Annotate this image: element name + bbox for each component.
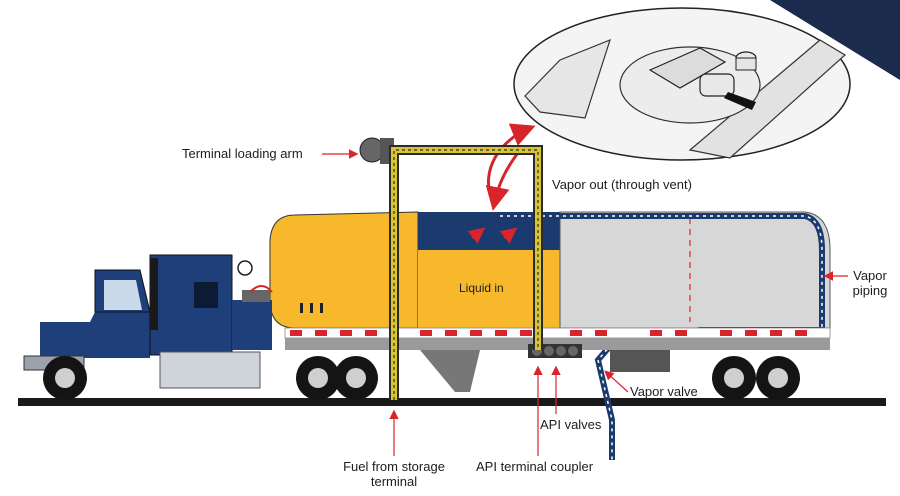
red-arrow-icon	[467, 227, 486, 244]
label-api-valves: API valves	[540, 417, 602, 432]
vapor-down-arrow	[485, 149, 522, 211]
label-vapor-piping: Vapor piping	[848, 268, 892, 298]
hatch-inset	[513, 7, 851, 161]
tank-hatch-icon	[619, 46, 761, 124]
label-vapor-out: Vapor out (through vent)	[552, 177, 692, 192]
corner-decoration	[770, 0, 900, 80]
label-terminal-loading-arm: Terminal loading arm	[182, 146, 303, 161]
label-vapor-piping-line1: Vapor	[853, 268, 887, 283]
label-fuel-from-storage: Fuel from storage terminal	[330, 459, 458, 489]
terminal-loading-arm	[359, 137, 543, 400]
wheel-icon	[43, 356, 87, 400]
vapor-piping-line	[500, 215, 823, 460]
label-vapor-piping-line2: piping	[852, 283, 888, 298]
label-fuel-from-storage-line1: Fuel from storage	[343, 459, 445, 474]
ground-line	[18, 398, 886, 406]
label-pointers	[322, 149, 848, 456]
label-fuel-from-storage-line2: terminal	[370, 474, 418, 489]
wheels	[43, 356, 800, 400]
truck-cab	[23, 254, 273, 389]
label-vapor-valve: Vapor valve	[630, 384, 698, 399]
label-api-terminal-coupler: API terminal coupler	[476, 459, 594, 474]
label-liquid-in: Liquid in	[459, 281, 504, 295]
